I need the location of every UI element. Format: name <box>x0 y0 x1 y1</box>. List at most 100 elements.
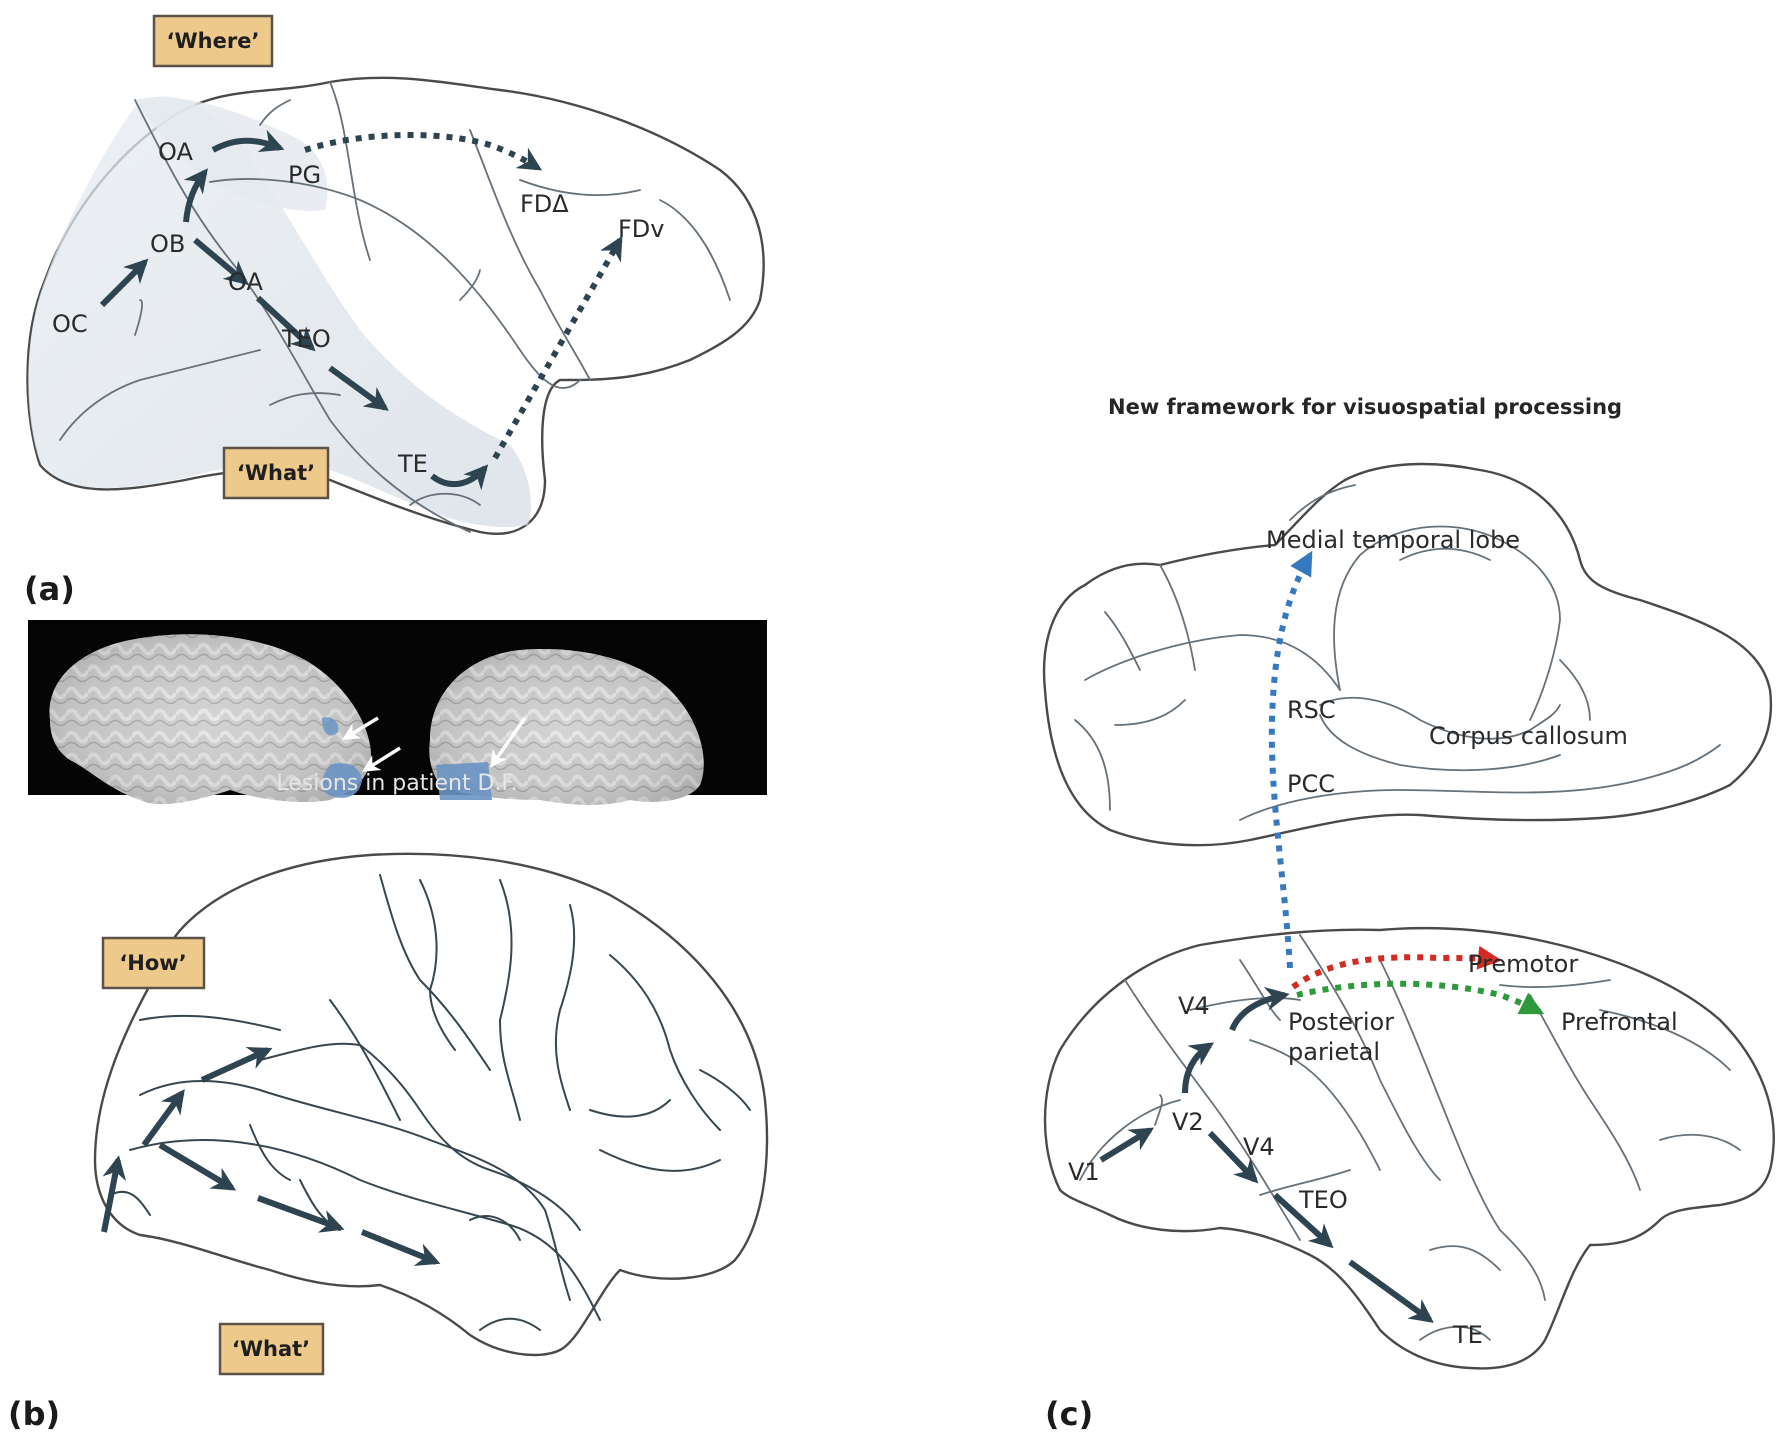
panel-a-label-oc: OC <box>52 310 88 338</box>
panel-a-dotted-pg-fdd <box>304 132 543 171</box>
panel-a-ventral-shading <box>28 96 531 527</box>
white-arrow-icon <box>489 716 527 768</box>
panel-c-sulcus <box>1189 997 1301 1011</box>
panel-b-arrow-how-3 <box>200 1047 273 1083</box>
panel-a-arrow-teo-te2 <box>328 365 389 411</box>
panel-b-sulcus <box>599 1149 721 1172</box>
panel-c-sulcus <box>1559 659 1591 721</box>
panel-a-sulcus <box>469 129 591 381</box>
panel-b-sulcus <box>419 879 456 1051</box>
panel-c-sulcus <box>1419 1325 1491 1341</box>
panel-c-label-v4-top: V4 <box>1178 992 1210 1020</box>
panel-b-letter: (b) <box>8 1395 60 1433</box>
panel-c-sulcus <box>1319 714 1561 772</box>
panel-b-arrow-how-1 <box>101 1155 127 1233</box>
panel-c-dotted-green-prefrontal <box>1296 980 1545 1015</box>
what-tag-text-b: ‘What’ <box>232 1337 310 1361</box>
panel-c-sulcus <box>1379 959 1546 1301</box>
panel-b-sulcus <box>469 1215 521 1241</box>
panel-a-label-pg: PG <box>288 161 321 189</box>
panel-a-label-fd-delta: FDΔ <box>520 190 569 218</box>
panel-c-label-te: TE <box>1452 1321 1483 1349</box>
lesion-patch <box>436 762 492 800</box>
panel-b-sulcus <box>589 1099 671 1118</box>
panel-b-arrow-what-3 <box>360 1229 441 1266</box>
panel-c-letter: (c) <box>1045 1395 1093 1433</box>
panel-a-sulcus <box>409 492 481 506</box>
lesion-photo-caption: Lesions in patient D.F. <box>276 771 517 796</box>
panel-c-sulcus <box>1259 1169 1351 1196</box>
panel-a-sulcus <box>134 299 143 336</box>
panel-c-label-prefrontal: Prefrontal <box>1561 1008 1678 1036</box>
panel-a-label-oa-mid: OA <box>228 268 263 296</box>
panel-a-arrow-oc-ob <box>99 258 149 308</box>
panel-c-label-teo: TEO <box>1298 1186 1348 1214</box>
lesion-patch <box>322 763 362 798</box>
white-arrow-icon <box>362 746 401 772</box>
panel-b-what-tag: ‘What’ <box>218 1322 325 1376</box>
panel-a-sulcus <box>134 99 471 533</box>
panel-a-letter: (a) <box>24 570 75 608</box>
panel-b-sulcus <box>498 879 521 1121</box>
what-tag-text: ‘What’ <box>237 461 315 485</box>
panel-c-dotted-red-premotor <box>1291 945 1502 990</box>
panel-c-sulcus <box>1239 959 1281 1021</box>
panel-a-label-fdv: FDv <box>618 215 665 243</box>
panel-b-sulcus <box>329 999 401 1121</box>
panel-a-sulcus <box>259 99 291 126</box>
panel-c-sulcus <box>1124 979 1301 1241</box>
panel-a-sulcus <box>329 81 371 261</box>
panel-c-label-pcc: PCC <box>1287 770 1335 798</box>
panel-a-sulcus <box>269 392 341 406</box>
panel-b-sulcus <box>139 1014 281 1031</box>
panel-b-sulcus <box>249 1124 291 1181</box>
panel-c-sulcus <box>1249 1039 1381 1171</box>
panel-b-how-tag: ‘How’ <box>101 936 206 990</box>
panel-a-arrow-ob-teo <box>193 237 249 286</box>
panel-b-sulcus <box>109 1190 151 1216</box>
panel-c-sulcus <box>1333 525 1561 721</box>
panel-c-sulcus <box>1079 1099 1181 1181</box>
panel-c-arrow-v4-teo <box>1272 1192 1334 1249</box>
panel-c-arrow-v4-pp <box>1229 987 1290 1032</box>
panel-a-sulcus <box>59 349 261 441</box>
panel-c-sulcus <box>1114 699 1186 726</box>
panel-a-arrow-teo-te1 <box>255 295 316 352</box>
panel-a: OA PG FDΔ FDv OB OA OC TEO TE ‘Where’ ‘W… <box>24 14 765 608</box>
panel-c-sulcus <box>1154 1094 1163 1126</box>
panel-c-arrow-v2-v4b <box>1207 1130 1259 1184</box>
where-tag-text: ‘Where’ <box>167 29 260 53</box>
panel-c-label-corpus-callosum: Corpus callosum <box>1429 722 1628 750</box>
panel-c-sulcus <box>1529 994 1641 1191</box>
panel-b-sulcus <box>259 1042 581 1231</box>
lesion-photo-right-brain <box>429 649 704 805</box>
panel-a-what-tag: ‘What’ <box>222 446 330 500</box>
panel-b-arrow-what-1 <box>158 1142 237 1191</box>
panel-a-arrow-te-hook <box>430 464 489 491</box>
panel-c-sulcus <box>1289 484 1356 521</box>
panel-b-sulcus <box>554 904 576 1111</box>
white-arrow-icon <box>342 716 379 740</box>
panel-a-dotted-te-fdv <box>492 235 623 460</box>
panel-b-sulcus <box>609 954 721 1131</box>
panel-c-label-v4-mid: V4 <box>1243 1133 1275 1161</box>
panel-b-sulcus <box>379 874 491 1071</box>
panel-c-dotted-blue-mtl <box>1268 550 1313 969</box>
panel-c-label-mtl: Medial temporal lobe <box>1266 526 1520 554</box>
panel-c-sulcus <box>1074 719 1111 811</box>
panel-c-label-v2: V2 <box>1172 1108 1204 1136</box>
panel-a-label-oa-top: OA <box>158 138 193 166</box>
panel-c-sulcus <box>1299 934 1441 1181</box>
panel-c-medial-brain-outline <box>1042 462 1773 847</box>
panel-c-label-rsc: RSC <box>1287 696 1336 724</box>
panel-a-where-tag: ‘Where’ <box>152 14 274 68</box>
panel-c-sulcus <box>1499 979 1611 988</box>
panel-a-arrow-ob-oa <box>183 168 208 223</box>
panel-b-sulcus <box>129 1139 601 1321</box>
panel-b: Lesions in patient D.F. ‘How’ <box>8 620 769 1433</box>
panel-c-sulcus <box>1159 564 1196 671</box>
panel-a-sulcus <box>459 269 481 301</box>
panel-c-arrow-v2-v4 <box>1182 1042 1214 1094</box>
panel-c-arrow-v1-v2 <box>1099 1127 1155 1163</box>
